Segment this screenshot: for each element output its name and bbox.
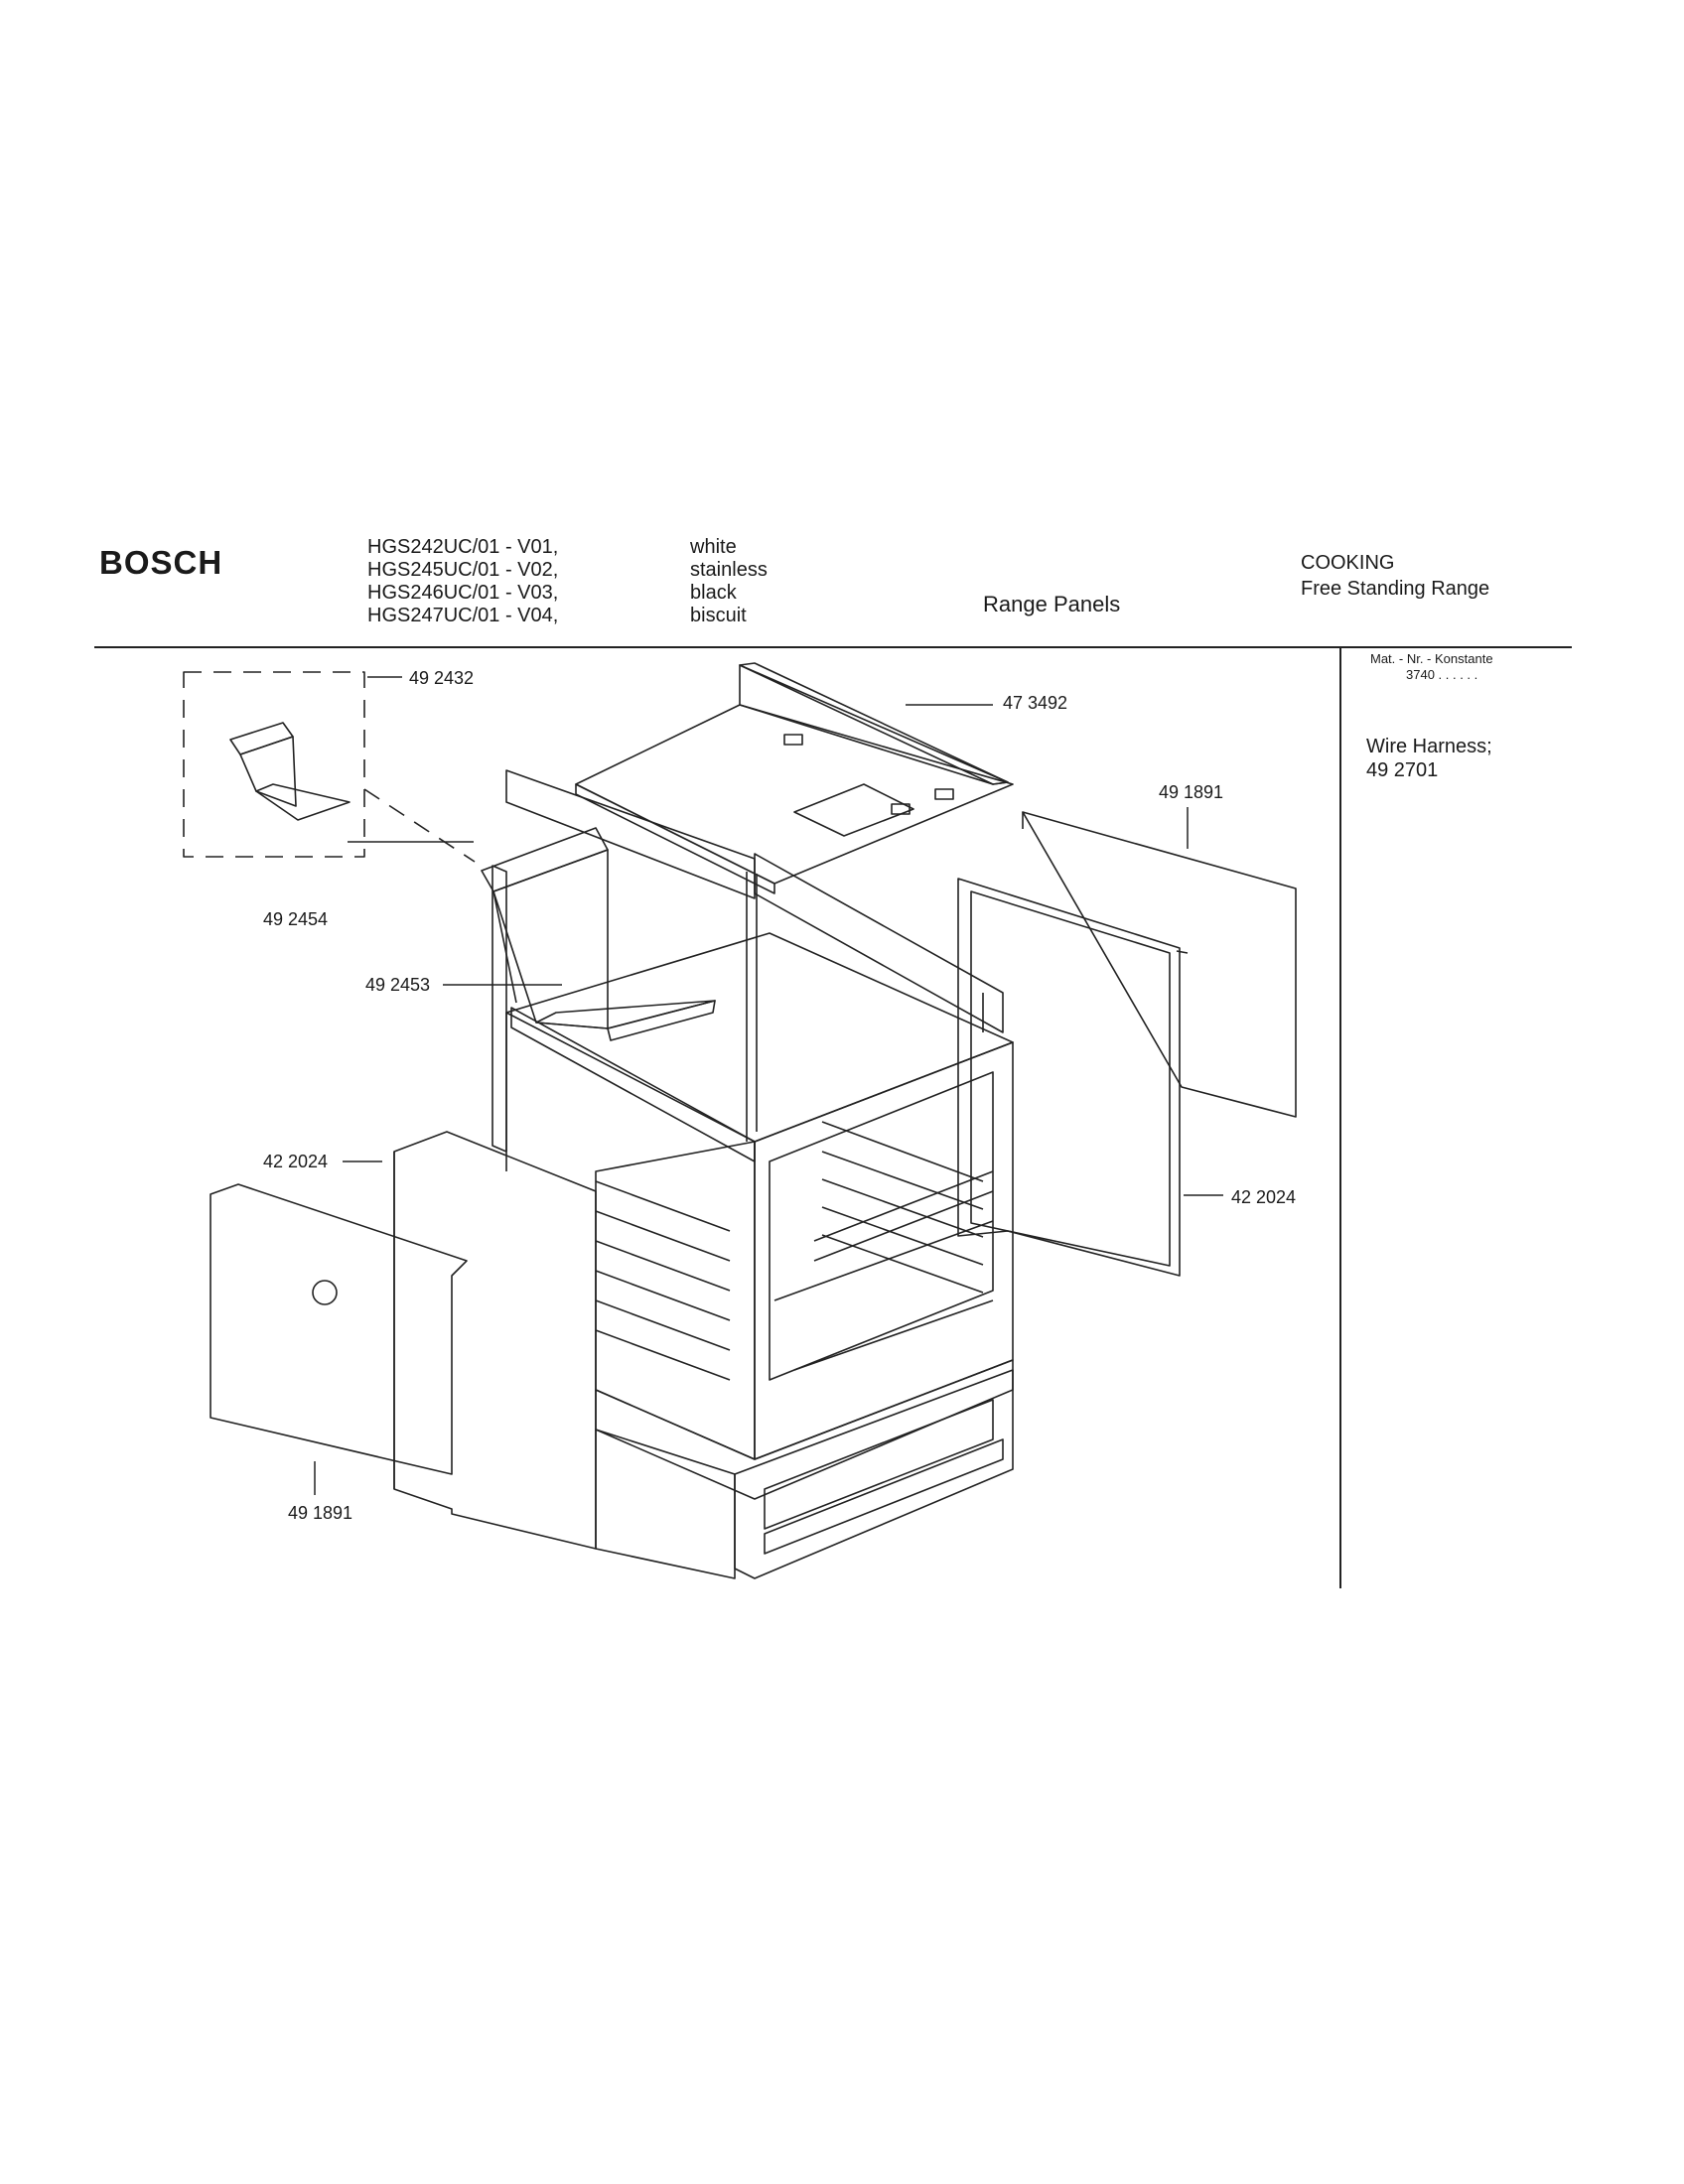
part-label: 49 2453: [365, 975, 431, 995]
outer-side-panel-left: [210, 1183, 468, 1475]
part-label: 42 2024: [1231, 1187, 1297, 1207]
oven-cavity: [505, 932, 1014, 1460]
broiler-base: [595, 1359, 1014, 1579]
wire-harness-label: Wire Harness;: [1366, 736, 1492, 757]
page-title: Range Panels: [983, 592, 1121, 616]
mat-value: 3740 . . . . . .: [1406, 667, 1478, 682]
wire-harness: Wire Harness; 49 2701: [1366, 735, 1492, 782]
color-list: white stainless black biscuit: [690, 536, 768, 627]
part-label: 49 2454: [263, 909, 329, 929]
rack-rails: [595, 1121, 984, 1381]
header-divider: [94, 646, 1572, 648]
flue-deflector: [481, 827, 716, 1041]
color-item: stainless: [690, 559, 768, 581]
leader-lines: [314, 676, 1223, 1495]
top-plate: [575, 662, 1014, 894]
model-item: HGS247UC/01 - V04,: [367, 605, 559, 626]
mat-constant: Mat. - Nr. - Konstante 3740 . . . . . .: [1370, 651, 1493, 683]
left-frame-column: [491, 865, 756, 1171]
mat-label: Mat. - Nr. - Konstante: [1370, 651, 1493, 666]
category: COOKING Free Standing Range: [1301, 550, 1489, 602]
color-item: biscuit: [690, 605, 747, 626]
part-label: 49 1891: [288, 1503, 353, 1523]
brand-logo: BOSCH: [99, 544, 223, 581]
category-line: COOKING: [1301, 552, 1395, 574]
outer-side-panel-right: [1022, 811, 1297, 1118]
model-item: HGS242UC/01 - V01,: [367, 536, 559, 558]
model-list: HGS242UC/01 - V01, HGS245UC/01 - V02, HG…: [367, 536, 558, 627]
color-item: white: [690, 536, 737, 558]
color-item: black: [690, 582, 737, 604]
part-label: 42 2024: [263, 1152, 329, 1171]
detail-box: [183, 671, 476, 863]
inner-side-panel-right: [957, 878, 1189, 1277]
part-label: 49 1891: [1159, 782, 1224, 802]
model-item: HGS245UC/01 - V02,: [367, 559, 559, 581]
wire-harness-part: 49 2701: [1366, 759, 1439, 781]
part-label: 47 3492: [1003, 693, 1068, 713]
rear-frame: [505, 769, 1004, 1142]
inner-side-panel-left: [393, 1131, 597, 1550]
side-divider: [1339, 647, 1341, 1588]
part-label: 49 2432: [409, 668, 475, 688]
deflector-detail: [229, 722, 351, 821]
category-line: Free Standing Range: [1301, 578, 1490, 600]
model-item: HGS246UC/01 - V03,: [367, 582, 559, 604]
